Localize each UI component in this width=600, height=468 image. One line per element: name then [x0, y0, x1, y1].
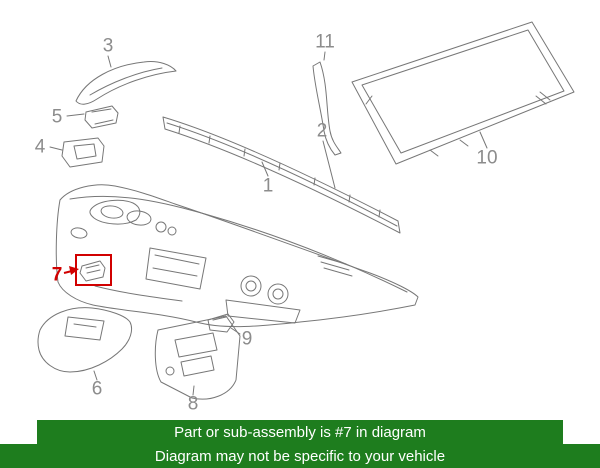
part-label-4: 4	[34, 136, 46, 158]
part-label-11: 11	[315, 31, 335, 53]
part-1-shape	[55, 184, 419, 328]
part-label-5: 5	[51, 106, 63, 128]
part-9-shape	[207, 313, 235, 333]
part-label-2: 2	[316, 120, 328, 142]
part-7-shape	[79, 260, 106, 282]
banner-part-info-text: Part or sub-assembly is #7 in diagram	[174, 423, 426, 441]
leader-lines	[49, 51, 488, 396]
part-10-shape	[351, 21, 575, 165]
part-11-shape	[312, 61, 342, 156]
part-2-shape	[162, 116, 401, 234]
part-label-1: 1	[262, 175, 274, 197]
part-label-7-highlighted: 7	[51, 264, 63, 286]
part-label-9: 9	[241, 328, 253, 350]
part-label-8: 8	[187, 393, 199, 415]
banner-disclaimer-text: Diagram may not be specific to your vehi…	[154, 447, 446, 465]
part-label-3: 3	[102, 35, 114, 57]
part-label-10: 10	[476, 147, 498, 169]
parts-diagram: 1 2 3 4 5 6 7 8 9 10 11	[34, 21, 575, 415]
part-4-shape	[61, 137, 105, 168]
part-7-arrow-head-icon	[69, 266, 79, 275]
part-3-shape	[75, 61, 177, 105]
part-label-6: 6	[91, 378, 103, 400]
diagram-line-art	[37, 21, 575, 400]
banner-part-info: Part or sub-assembly is #7 in diagram	[37, 420, 563, 444]
part-8-shape	[154, 315, 241, 400]
part-6-shape	[37, 307, 133, 373]
part-5-shape	[84, 105, 119, 129]
banner-disclaimer: Diagram may not be specific to your vehi…	[0, 444, 600, 468]
part-7-highlight	[63, 254, 112, 286]
